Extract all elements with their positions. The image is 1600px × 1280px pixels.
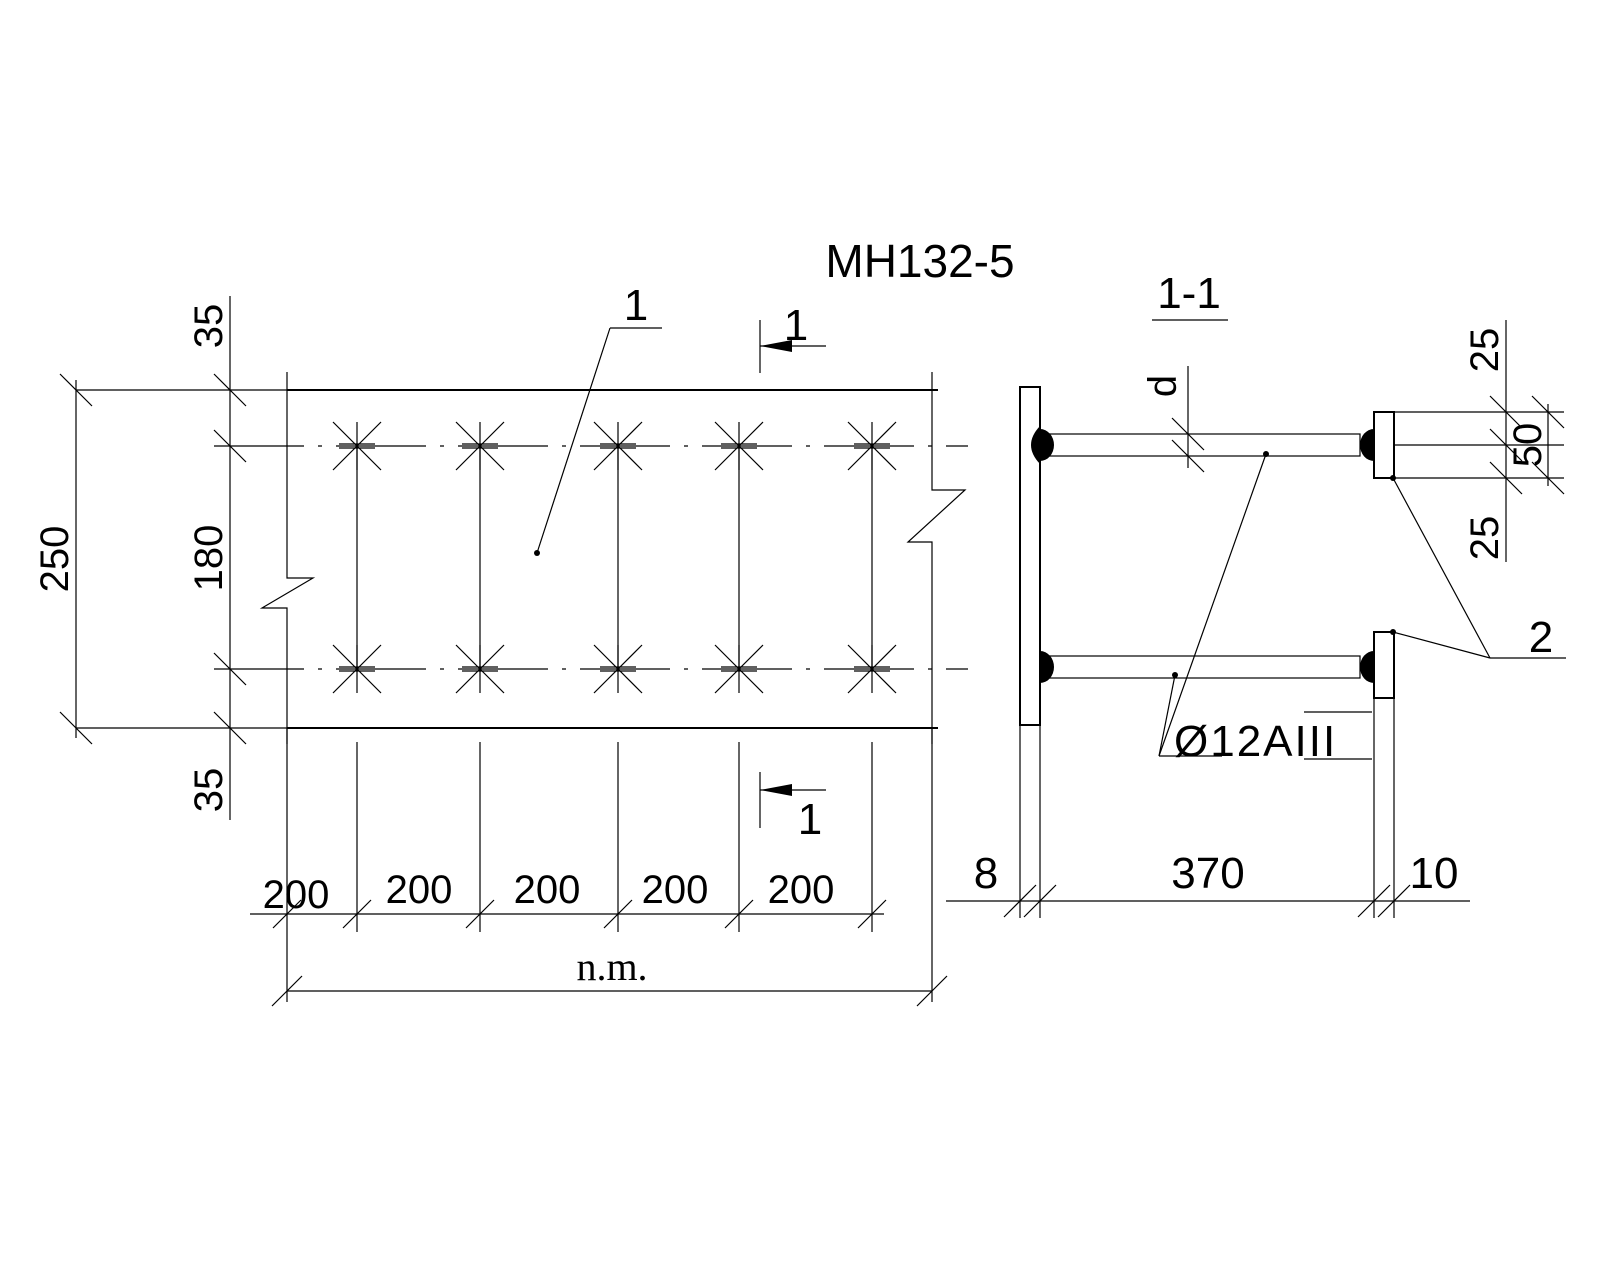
dim-inner-height: 180: [187, 525, 231, 592]
dim-spacing-3: 200: [514, 868, 581, 912]
spacing-tick: [342, 899, 372, 929]
dim-section-length: 370: [1171, 849, 1244, 898]
section-mark-bottom: 1: [798, 795, 822, 844]
rebar-label: Ø12AIII: [1174, 717, 1337, 766]
plate-callout: 1: [624, 281, 648, 330]
dim-spacing-1: 200: [263, 873, 330, 917]
spacing-tick: [465, 899, 495, 929]
diameter-label: d: [1141, 375, 1185, 397]
dim-overall-length: n.m.: [576, 944, 647, 989]
stud-marker: [332, 421, 382, 471]
stud-marker: [455, 644, 505, 694]
dim-overall-height: 250: [33, 526, 77, 593]
dim-spacing-2: 200: [386, 868, 453, 912]
section-mark-top: 1: [784, 301, 808, 350]
dim-edge-top: 35: [187, 304, 231, 349]
section-view: 1-1 d Ø12AIII 2: [946, 269, 1566, 918]
stud-marker: [593, 421, 643, 471]
dim-section-bottom: 25: [1463, 516, 1507, 561]
dim-section-top: 25: [1463, 328, 1507, 373]
spacing-tick: [603, 899, 633, 929]
spacing-tick: [857, 899, 887, 929]
stud-marker: [847, 421, 897, 471]
stud-callout: 2: [1529, 613, 1553, 662]
spacing-tick: [272, 899, 302, 929]
plan-view: 1 1 1 250 35 180 35 200: [33, 281, 968, 1007]
stud-marker: [332, 644, 382, 694]
stud-marker: [593, 644, 643, 694]
dim-spacing-4: 200: [642, 868, 709, 912]
dim-spacing-5: 200: [768, 868, 835, 912]
stud-markers: [332, 421, 897, 694]
spacing-ticks: [272, 899, 887, 929]
stud-marker: [847, 644, 897, 694]
stud-marker: [455, 421, 505, 471]
drawing-title: МН132-5: [825, 235, 1014, 287]
dim-edge-bottom: 35: [187, 768, 231, 813]
stud-marker: [714, 644, 764, 694]
dim-section-plate: 8: [974, 849, 998, 898]
section-label: 1-1: [1157, 269, 1221, 318]
stud-marker: [714, 421, 764, 471]
spacing-extension-lines: [356, 742, 873, 932]
dim-section-head: 10: [1410, 849, 1459, 898]
dim-section-mid: 50: [1506, 423, 1550, 468]
spacing-labels: 200 200 200 200 200: [263, 868, 835, 917]
spacing-tick: [724, 899, 754, 929]
